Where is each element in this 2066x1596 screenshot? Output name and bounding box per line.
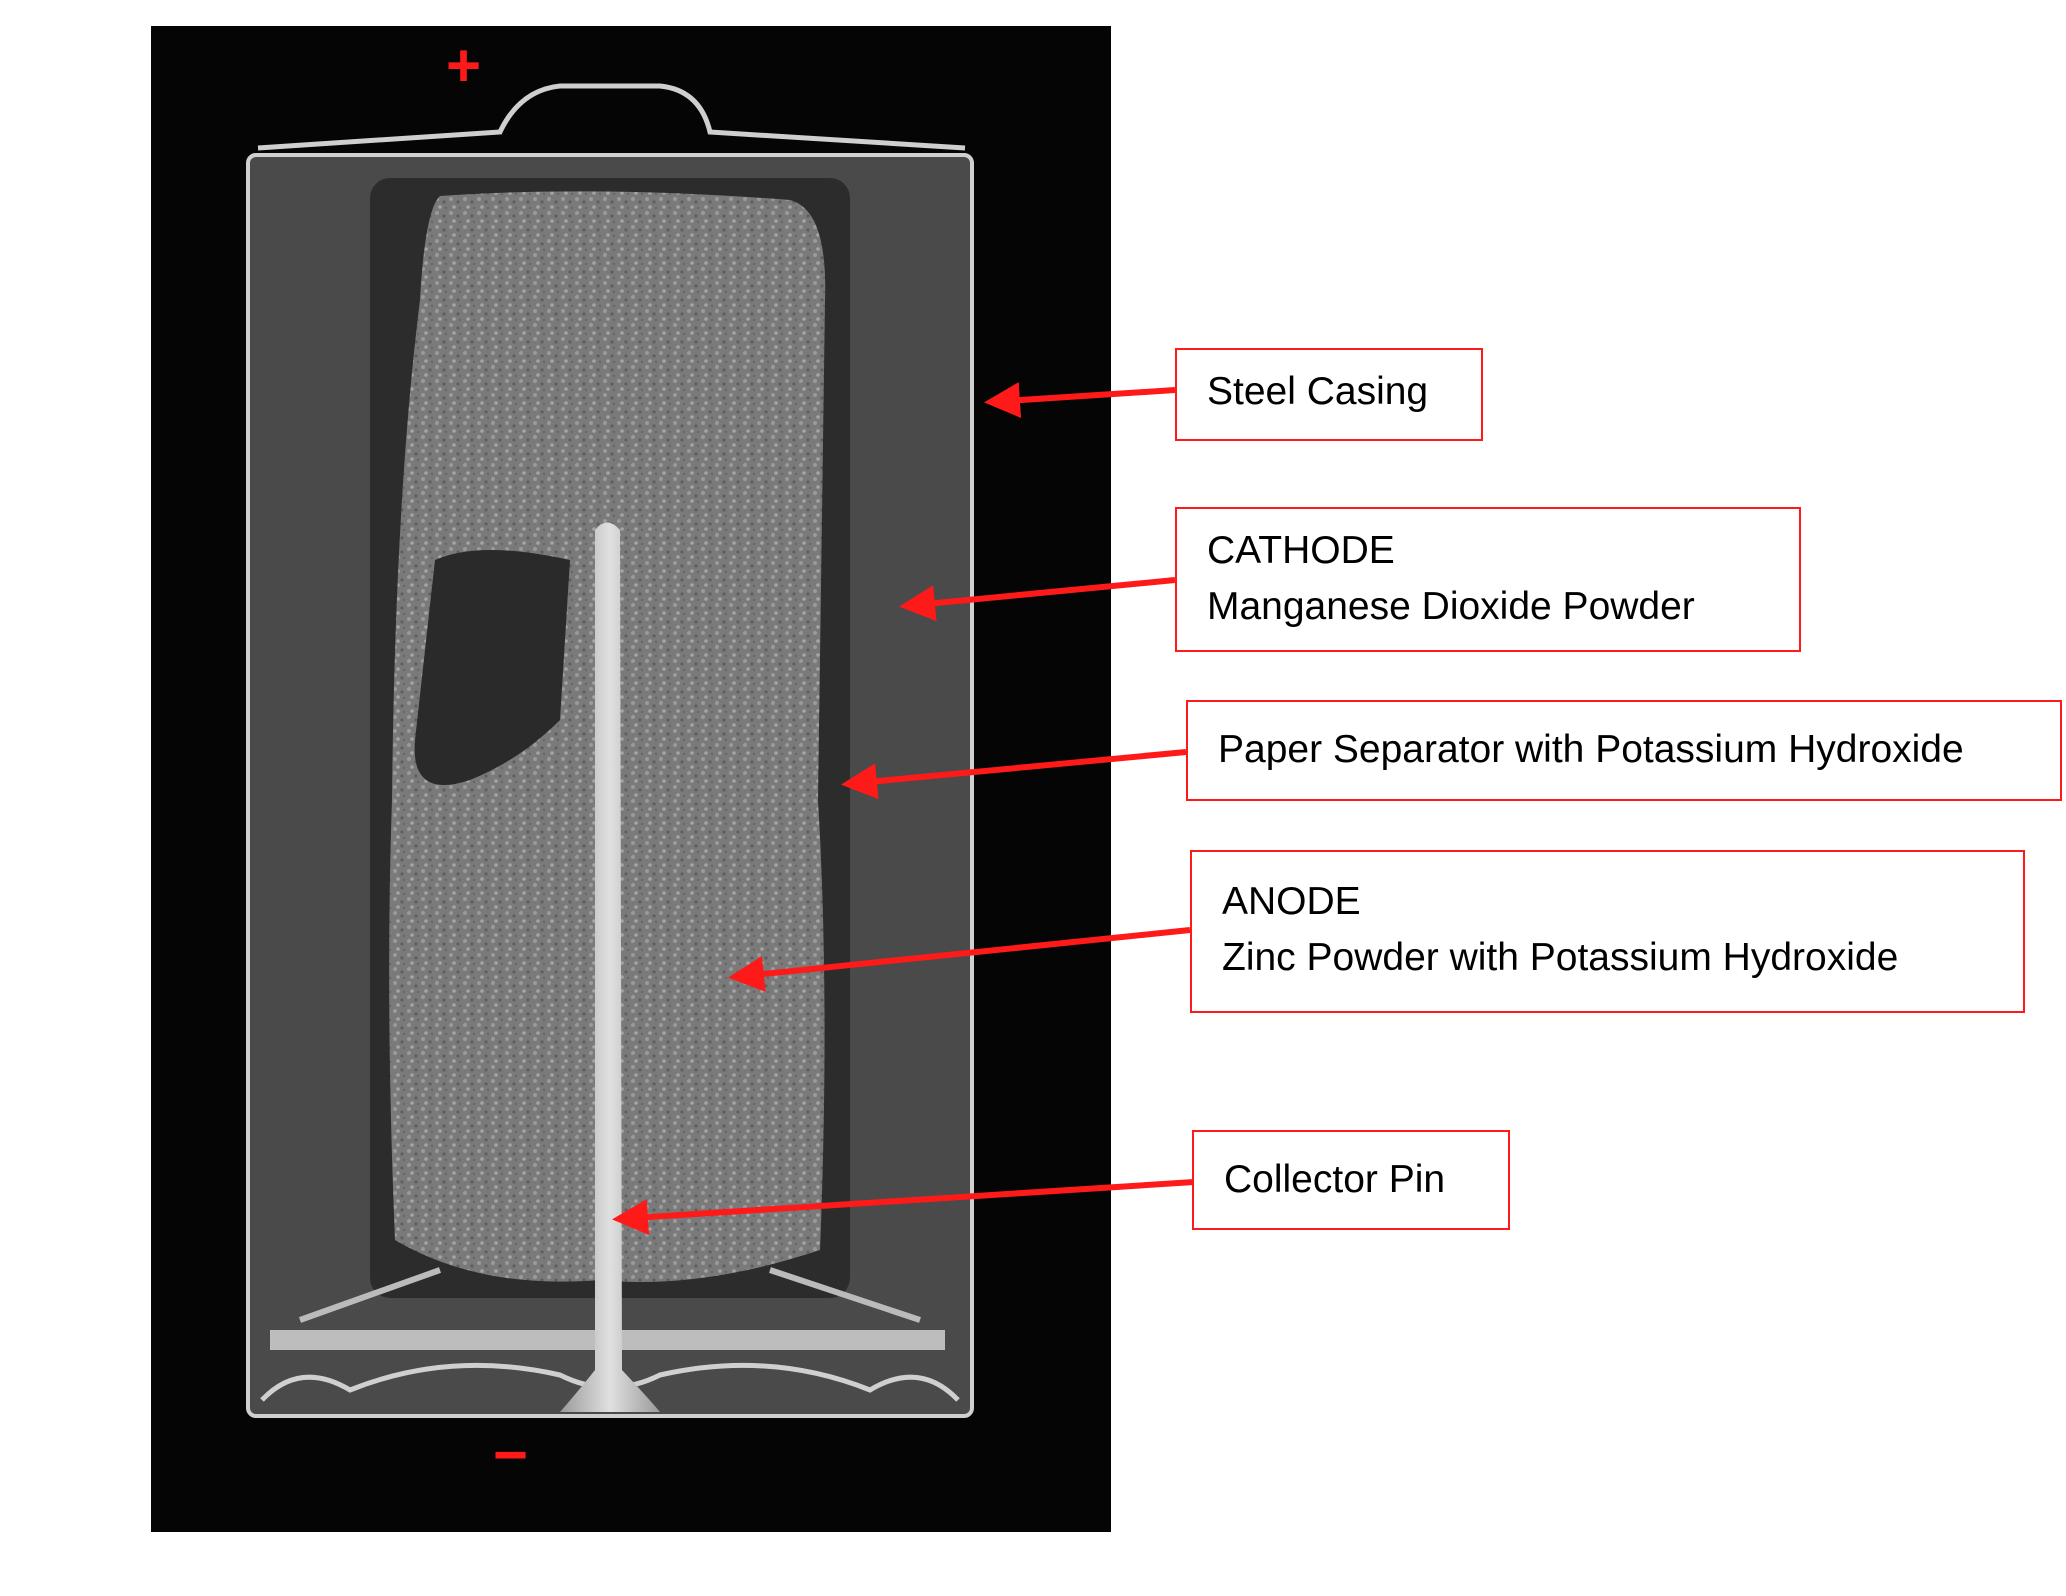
label-title: CATHODE [1207,529,1395,572]
label-text: Steel Casing [1207,370,1429,413]
positive-terminal-sign: + [446,32,482,99]
label-collector-pin: Collector Pin [1192,1130,1510,1230]
label-text: Collector Pin [1224,1158,1446,1201]
label-steel-casing: Steel Casing [1175,348,1483,441]
label-separator: Paper Separator with Potassium Hydroxide [1186,700,2062,801]
label-text: Zinc Powder with Potassium Hydroxide [1222,936,1899,979]
seal-spring [298,1267,921,1323]
collector-pin [560,522,660,1412]
positive-cap [257,83,966,151]
label-title: ANODE [1222,880,1361,923]
label-text: Manganese Dioxide Powder [1207,585,1695,628]
void [414,550,570,785]
label-anode: ANODE Zinc Powder with Potassium Hydroxi… [1190,850,2025,1013]
label-cathode: CATHODE Manganese Dioxide Powder [1175,507,1801,652]
negative-terminal-sign: − [493,1421,529,1488]
label-text: Paper Separator with Potassium Hydroxide [1218,728,1964,771]
